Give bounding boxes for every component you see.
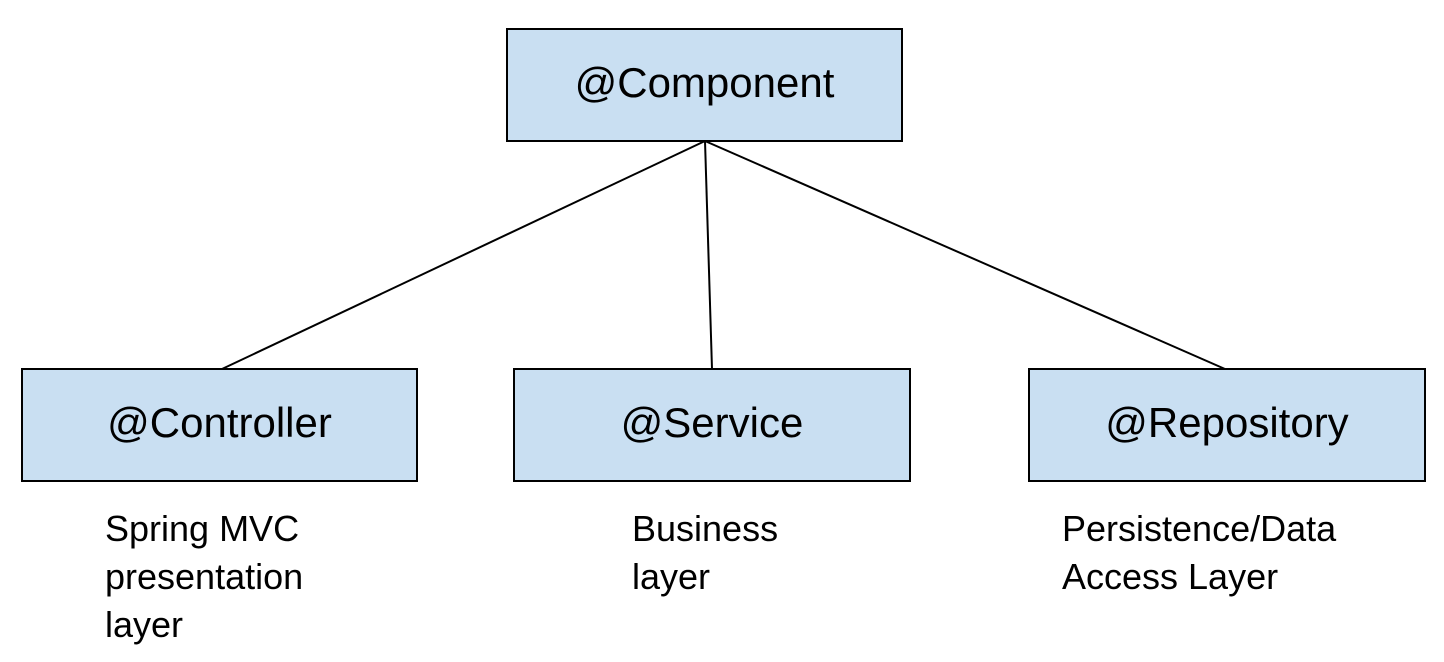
controller-caption: Spring MVC presentation layer (105, 505, 303, 649)
component-node: @Component (506, 28, 903, 142)
service-caption-line: layer (632, 556, 711, 597)
repository-box (1028, 368, 1426, 482)
controller-box (21, 368, 418, 482)
controller-caption-line: presentation (105, 556, 304, 597)
controller-caption-line: Spring MVC (105, 508, 300, 549)
service-caption-line: Business (632, 508, 779, 549)
repository-node: @Repository (1028, 368, 1426, 482)
repository-caption-line: Persistence/Data (1062, 508, 1337, 549)
service-label: @Service (621, 399, 804, 446)
controller-caption-line: layer (105, 604, 184, 645)
service-caption: Business layer (632, 505, 778, 601)
service-box (513, 368, 911, 482)
connector-component-service (704, 140, 713, 370)
connector-component-repository (704, 140, 1226, 370)
repository-label: @Repository (1105, 399, 1348, 446)
repository-caption-line: Access Layer (1062, 556, 1279, 597)
service-node: @Service (513, 368, 911, 482)
controller-node: @Controller (21, 368, 418, 482)
controller-label: @Controller (107, 399, 332, 446)
repository-caption: Persistence/Data Access Layer (1062, 505, 1336, 601)
component-box (506, 28, 903, 142)
connector-component-controller (221, 140, 706, 370)
component-label: @Component (575, 59, 835, 106)
